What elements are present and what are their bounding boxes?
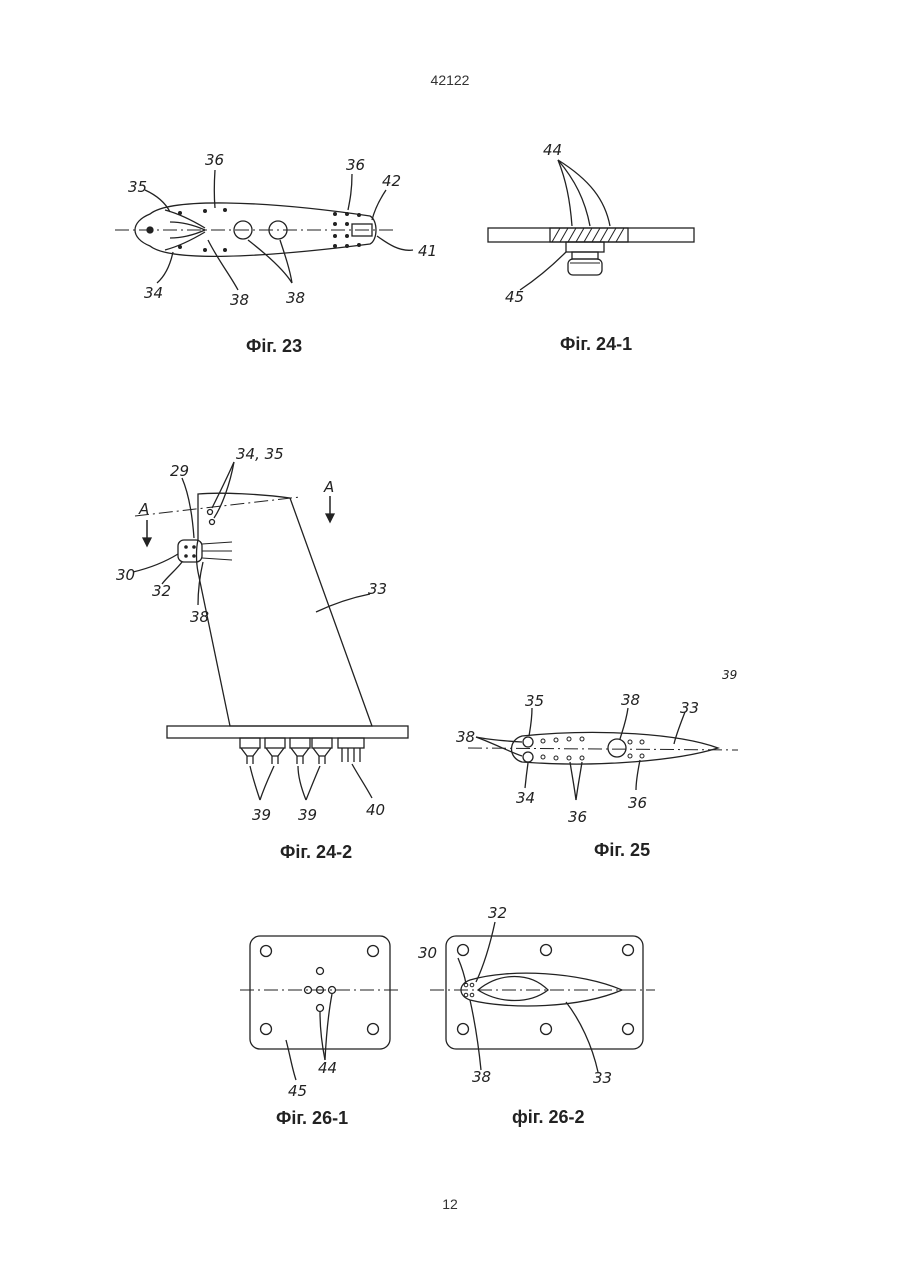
fig26-2-label-32: 32 <box>488 904 507 922</box>
fig24-2-label-39: 39 <box>298 806 317 824</box>
fig24-2-label-34-35: 34, 35 <box>236 445 284 463</box>
fig26-2-label-30: 30 <box>418 944 437 962</box>
fig24-2-blade <box>197 493 373 726</box>
fig24-2-drawing <box>133 462 408 800</box>
fig25-label-35: 35 <box>525 692 544 710</box>
fig24-2-label-32: 32 <box>152 582 171 600</box>
fig24-2-label-40: 40 <box>366 801 385 819</box>
fig24-2-label-30: 30 <box>116 566 135 584</box>
fig24-2-section-a-right: A <box>323 478 334 496</box>
fig23-label-41: 41 <box>418 242 437 260</box>
fig23-label-42: 42 <box>382 172 401 190</box>
fig23-label-38: 38 <box>286 289 305 307</box>
fig24-2-platform <box>167 726 408 738</box>
fig24-2-label-39: 39 <box>252 806 271 824</box>
fig24-2-label-38: 38 <box>190 608 209 626</box>
fig24-2-label-29: 29 <box>170 462 189 480</box>
fig25-label-33: 33 <box>680 699 699 717</box>
fig26-2-drawing <box>430 922 655 1072</box>
fig23-label-35: 35 <box>128 178 147 196</box>
fig25-label-38: 38 <box>456 728 475 746</box>
fig25-label-38: 38 <box>621 691 640 709</box>
fig25-drawing <box>468 708 738 800</box>
fig26-2-caption: фіг. 26-2 <box>512 1107 584 1128</box>
fig26-1-label-44: 44 <box>318 1059 337 1077</box>
page-number: 12 <box>0 1196 900 1212</box>
fig24-1-drawing <box>488 160 694 290</box>
fig24-1-caption: Фіг. 24-1 <box>560 334 632 355</box>
fig25-label-corner: 39 <box>722 668 737 682</box>
fig26-2-label-33: 33 <box>593 1069 612 1087</box>
fig24-2-section-a-left: A <box>138 500 149 518</box>
fig26-1-label-45: 45 <box>288 1082 307 1100</box>
fig25-label-36: 36 <box>628 794 647 812</box>
fig23-label-36: 36 <box>346 156 365 174</box>
fig24-1-label-44: 44 <box>543 141 562 159</box>
fig24-2-caption: Фіг. 24-2 <box>280 842 352 863</box>
fig24-2-bolts <box>240 738 364 764</box>
fig26-2-label-38: 38 <box>472 1068 491 1086</box>
fig23-drawing <box>115 170 413 290</box>
fig23-label-36: 36 <box>205 151 224 169</box>
fig24-1-label-45: 45 <box>505 288 524 306</box>
fig25-label-36: 36 <box>568 808 587 826</box>
fig26-1-caption: Фіг. 26-1 <box>276 1108 348 1129</box>
fig23-label-38: 38 <box>230 291 249 309</box>
fig23-label-34: 34 <box>144 284 163 302</box>
fig25-label-34: 34 <box>516 789 535 807</box>
fig25-caption: Фіг. 25 <box>594 840 650 861</box>
fig24-2-label-33: 33 <box>368 580 387 598</box>
fig23-caption: Фіг. 23 <box>246 336 302 357</box>
